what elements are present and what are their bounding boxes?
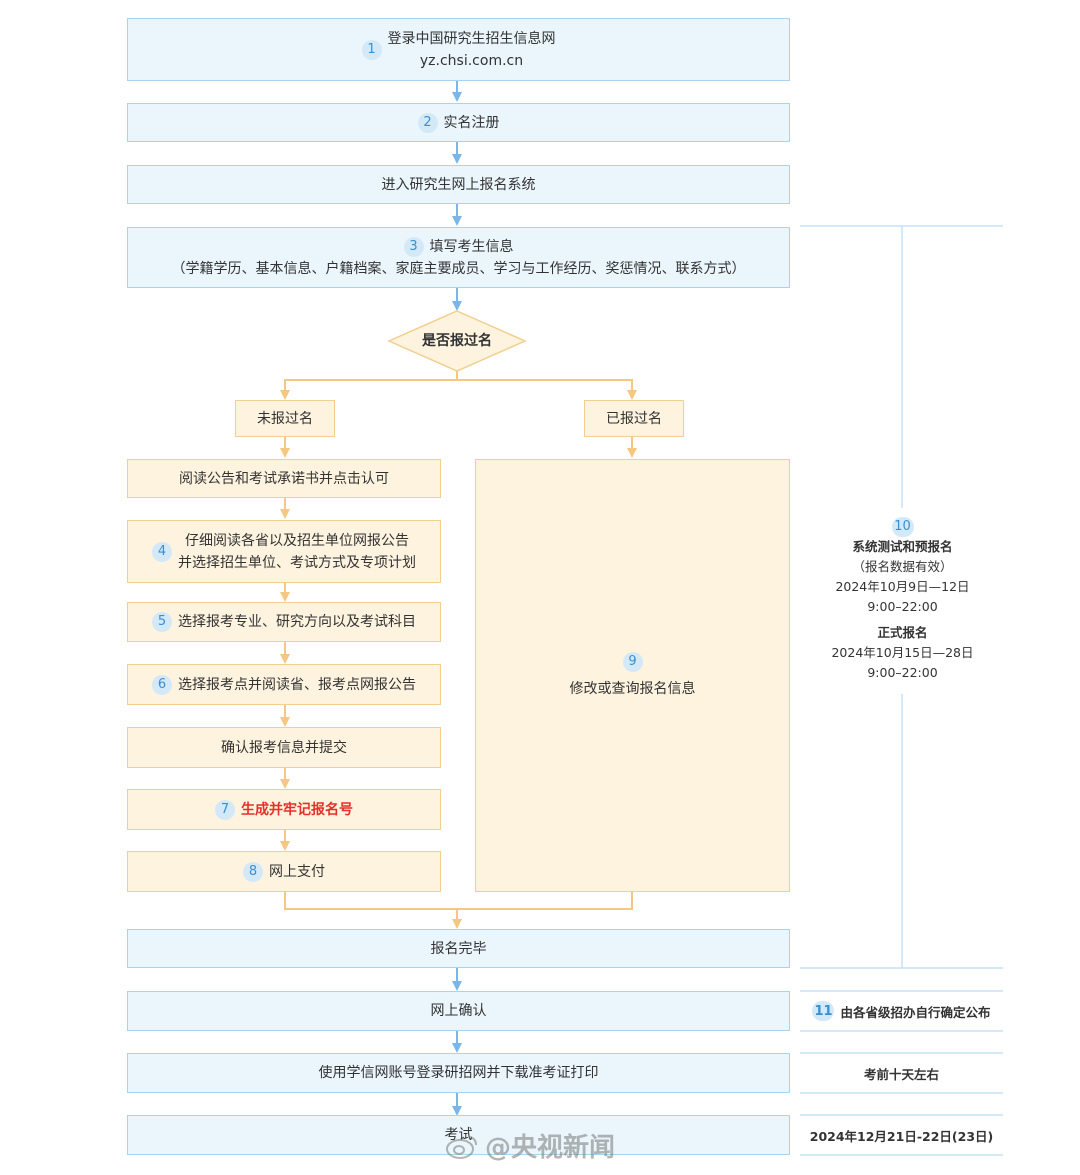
step-number-badge: 2	[417, 112, 438, 133]
step-5-box: 5 选择报考专业、研究方向以及考试科目	[127, 602, 441, 642]
step-8-box: 8 网上支付	[127, 851, 441, 892]
step-4-box: 4 仔细阅读各省以及招生单位网报公告 并选择招生单位、考试方式及专项计划	[127, 520, 441, 583]
print-admission-label: 使用学信网账号登录研招网并下载准考证打印	[318, 1065, 599, 1081]
not-registered-box: 未报过名	[235, 400, 335, 437]
print-admission-box: 使用学信网账号登录研招网并下载准考证打印	[127, 1053, 790, 1093]
watermark-text: @央视新闻	[485, 1133, 616, 1163]
step-6-box: 6 选择报考点并阅读省、报考点网报公告	[127, 664, 441, 705]
branch-left-line	[280, 371, 458, 400]
step-4-line1: 仔细阅读各省以及招生单位网报公告	[185, 532, 409, 549]
step-11-label: 由各省级招办自行确定公布	[840, 1004, 991, 1020]
step-number-badge: 5	[152, 612, 172, 632]
step-1-url: yz.chsi.com.cn	[419, 52, 524, 69]
enter-system-box: 进入研究生网上报名系统	[127, 165, 790, 204]
step-number-badge: 3	[403, 236, 424, 257]
decision-diamond	[387, 310, 527, 372]
step-1-title: 登录中国研究生招生信息网	[387, 30, 556, 47]
step-10-info: 10 系统测试和预报名 （报名数据有效） 2024年10月9日—12日 9:00…	[820, 516, 985, 683]
confirm-submit-box: 确认报考信息并提交	[127, 727, 441, 768]
step-7-label: 生成并牢记报名号	[241, 801, 353, 818]
print-time-info: 考前十天左右	[800, 1053, 1003, 1093]
print-time-label: 考前十天左右	[863, 1066, 939, 1082]
exam-date-label: 2024年12月21日-22日(23日)	[809, 1128, 994, 1144]
branch-right-line	[457, 379, 637, 400]
step-number-badge: 7	[215, 799, 235, 820]
step-10-dates-2: 2024年10月15日—28日	[831, 645, 974, 660]
step-number-badge: 8	[243, 861, 263, 882]
step-number-badge: 1	[361, 39, 382, 60]
exam-box: 考试	[127, 1115, 790, 1155]
step-2-label: 实名注册	[443, 114, 500, 131]
step-3-details: （学籍学历、基本信息、户籍档案、家庭主要成员、学习与工作经历、奖惩情况、联系方式…	[171, 260, 746, 277]
step-10-title-2: 正式报名	[877, 625, 928, 640]
step-6-label: 选择报考点并阅读省、报考点网报公告	[178, 676, 416, 693]
step-number-badge: 10	[891, 517, 914, 537]
step-10-time-2: 9:00–22:00	[867, 665, 938, 680]
exam-date-info: 2024年12月21日-22日(23日)	[800, 1115, 1003, 1155]
decision-label: 是否报过名	[389, 330, 525, 352]
registered-box: 已报过名	[584, 400, 684, 437]
registration-done-label: 报名完毕	[430, 940, 487, 957]
step-1-box: 1 登录中国研究生招生信息网 yz.chsi.com.cn	[127, 18, 790, 81]
step-10-note: （报名数据有效）	[852, 559, 953, 574]
online-confirm-box: 网上确认	[127, 991, 790, 1031]
read-notice-label: 阅读公告和考试承诺书并点击认可	[179, 470, 389, 487]
step-3-box: 3 填写考生信息 （学籍学历、基本信息、户籍档案、家庭主要成员、学习与工作经历、…	[127, 227, 790, 288]
online-confirm-label: 网上确认	[430, 1003, 487, 1019]
step-number-badge: 4	[152, 541, 172, 562]
step-10-dates-1: 2024年10月9日—12日	[835, 579, 970, 594]
decision-text: 是否报过名	[422, 333, 492, 349]
not-registered-label: 未报过名	[257, 410, 313, 427]
merge-line	[284, 892, 633, 910]
step-9-box: 9 修改或查询报名信息	[475, 459, 790, 892]
step-10-title: 系统测试和预报名	[852, 539, 953, 554]
step-number-badge: 6	[152, 674, 172, 695]
registration-done-box: 报名完毕	[127, 929, 790, 968]
step-11-info: 11 由各省级招办自行确定公布	[800, 991, 1003, 1031]
enter-system-label: 进入研究生网上报名系统	[381, 176, 536, 193]
watermark: @央视新闻	[445, 1127, 615, 1164]
step-7-box: 7 生成并牢记报名号	[127, 789, 441, 830]
step-10-time-1: 9:00–22:00	[867, 599, 938, 614]
step-4-line2: 并选择招生单位、考试方式及专项计划	[178, 554, 416, 571]
exam-label: 考试	[444, 1127, 473, 1143]
step-2-box: 2 实名注册	[127, 103, 790, 142]
step-number-badge: 11	[812, 1001, 835, 1021]
step-9-label: 修改或查询报名信息	[569, 680, 696, 697]
step-3-title: 填写考生信息	[429, 238, 514, 255]
step-5-label: 选择报考专业、研究方向以及考试科目	[178, 614, 416, 630]
confirm-submit-label: 确认报考信息并提交	[221, 739, 347, 756]
weibo-icon	[446, 1135, 477, 1159]
read-notice-box: 阅读公告和考试承诺书并点击认可	[127, 459, 441, 498]
step-number-badge: 9	[622, 651, 643, 672]
step-8-label: 网上支付	[269, 863, 325, 880]
registered-label: 已报过名	[606, 410, 662, 427]
